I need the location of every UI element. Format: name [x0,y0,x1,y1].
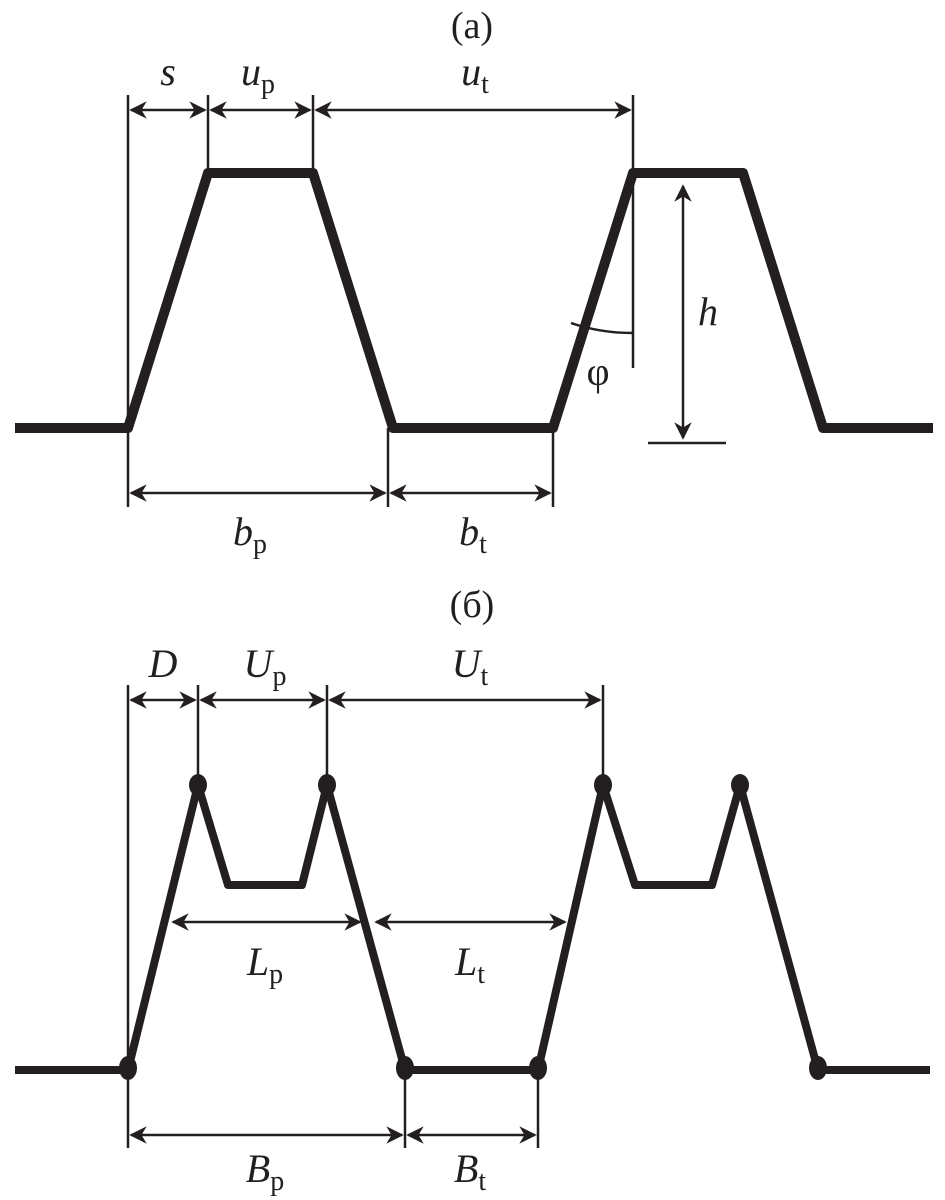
panel-b: (б) D Up Ut Lp Lt [15,584,930,1197]
dimension-lines [126,95,726,507]
panel-a: (a) s up ut h φ bp bt [15,5,933,560]
label-d: D [148,641,178,686]
vertex-dots [119,774,827,1080]
double-peak-profile [15,781,930,1074]
angle-arc [570,321,634,335]
label-s: s [160,49,176,94]
label-B-p: Bp [246,1146,284,1197]
label-b-t: bt [459,509,487,560]
label-U-p: Up [244,641,287,692]
label-L-t: Lt [454,939,485,990]
label-U-t: Ut [452,641,489,692]
label-phi: φ [586,349,609,394]
dimension-lines [126,685,605,1148]
panel-a-title: (a) [451,5,493,47]
label-u-t: ut [461,49,489,100]
panel-b-title: (б) [450,584,495,626]
label-h: h [698,289,718,334]
label-L-p: Lp [246,939,283,990]
label-b-p: bp [233,509,267,560]
label-B-t: Bt [454,1146,486,1197]
trapezoid-profile [15,168,933,433]
label-u-p: up [241,49,275,100]
